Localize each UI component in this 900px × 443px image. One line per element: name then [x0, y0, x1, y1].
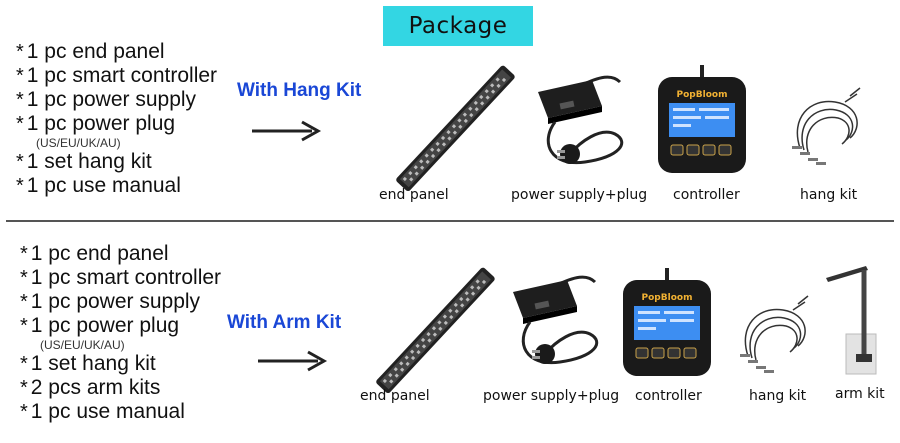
contents-item: *1 pc use manual [16, 174, 217, 198]
arrow-right-icon [252, 120, 322, 142]
caption-arm-kit: arm kit [835, 386, 885, 402]
bullet-star: * [20, 377, 28, 399]
smart-controller-image: PopBloom [623, 268, 711, 376]
led-end-panel-image [376, 267, 495, 394]
led-end-panel-image [396, 65, 515, 192]
bullet-star: * [16, 151, 24, 173]
contents-item: *1 pc power plug [16, 112, 217, 136]
bullet-star: * [16, 175, 24, 197]
smart-controller-image: PopBloom [658, 65, 746, 173]
contents-item: *1 pc use manual [20, 400, 221, 424]
bullet-star: * [20, 267, 28, 289]
caption-hang-kit: hang kit [749, 388, 807, 404]
hang-kit-label: With Hang Kit [237, 80, 362, 101]
contents-item-text: 2 pcs arm kits [30, 376, 161, 399]
plug-types-note: (US/EU/UK/AU) [36, 136, 121, 150]
bullet-star: * [16, 65, 24, 87]
plug-types-note: (US/EU/UK/AU) [40, 338, 125, 352]
power-supply-plug-image [538, 75, 624, 165]
bullet-star: * [20, 315, 28, 337]
contents-item: *1 set hang kit [20, 352, 221, 376]
caption-power-supply-plug: power supply+plug [483, 388, 620, 404]
bullet-star: * [20, 291, 28, 313]
arm-kit-image [826, 266, 877, 375]
contents-item-text: 1 pc power plug [30, 314, 180, 337]
section-divider [6, 220, 894, 222]
bullet-star: * [16, 89, 24, 111]
contents-item: *1 pc smart controller [16, 64, 217, 88]
bullet-star: * [16, 41, 24, 63]
bullet-star: * [20, 243, 28, 265]
contents-item-text: 1 set hang kit [30, 352, 156, 375]
contents-item: *1 pc end panel [16, 40, 217, 64]
caption-end-panel: end panel [379, 187, 449, 203]
top-contents-list: *1 pc end panel*1 pc smart controller*1 … [16, 40, 217, 198]
hang-kit-image [792, 87, 861, 165]
contents-item-text: 1 pc use manual [30, 400, 185, 423]
bullet-star: * [16, 113, 24, 135]
contents-item-text: 1 pc power supply [26, 88, 197, 111]
bullet-star: * [20, 401, 28, 423]
contents-item-text: 1 pc use manual [26, 174, 181, 197]
arrow-right-icon [258, 350, 328, 372]
contents-item-text: 1 set hang kit [26, 150, 152, 173]
contents-item: *1 pc power supply [20, 290, 221, 314]
contents-item-text: 1 pc power plug [26, 112, 176, 135]
controller-brand: PopBloom [677, 90, 728, 100]
contents-item: *1 pc power plug [20, 314, 221, 338]
package-title: Package [383, 6, 533, 46]
bottom-contents-list: *1 pc end panel*1 pc smart controller*1 … [20, 242, 221, 424]
caption-power-supply-plug: power supply+plug [511, 187, 648, 203]
caption-controller: controller [673, 187, 740, 203]
contents-item-text: 1 pc smart controller [30, 266, 222, 289]
contents-item: *1 pc smart controller [20, 266, 221, 290]
contents-item: *2 pcs arm kits [20, 376, 221, 400]
caption-controller: controller [635, 388, 702, 404]
controller-brand: PopBloom [642, 293, 693, 303]
contents-item: *1 pc power supply [16, 88, 217, 112]
bullet-star: * [20, 353, 28, 375]
contents-item-text: 1 pc end panel [26, 40, 165, 63]
caption-end-panel: end panel [360, 388, 430, 404]
hang-kit-image [740, 295, 809, 373]
contents-item: *1 pc end panel [20, 242, 221, 266]
caption-hang-kit: hang kit [800, 187, 858, 203]
contents-item-text: 1 pc smart controller [26, 64, 218, 87]
power-supply-plug-image [513, 275, 599, 365]
contents-item-text: 1 pc power supply [30, 290, 201, 313]
contents-item-text: 1 pc end panel [30, 242, 169, 265]
arm-kit-label: With Arm Kit [227, 312, 342, 333]
contents-item: *1 set hang kit [16, 150, 217, 174]
